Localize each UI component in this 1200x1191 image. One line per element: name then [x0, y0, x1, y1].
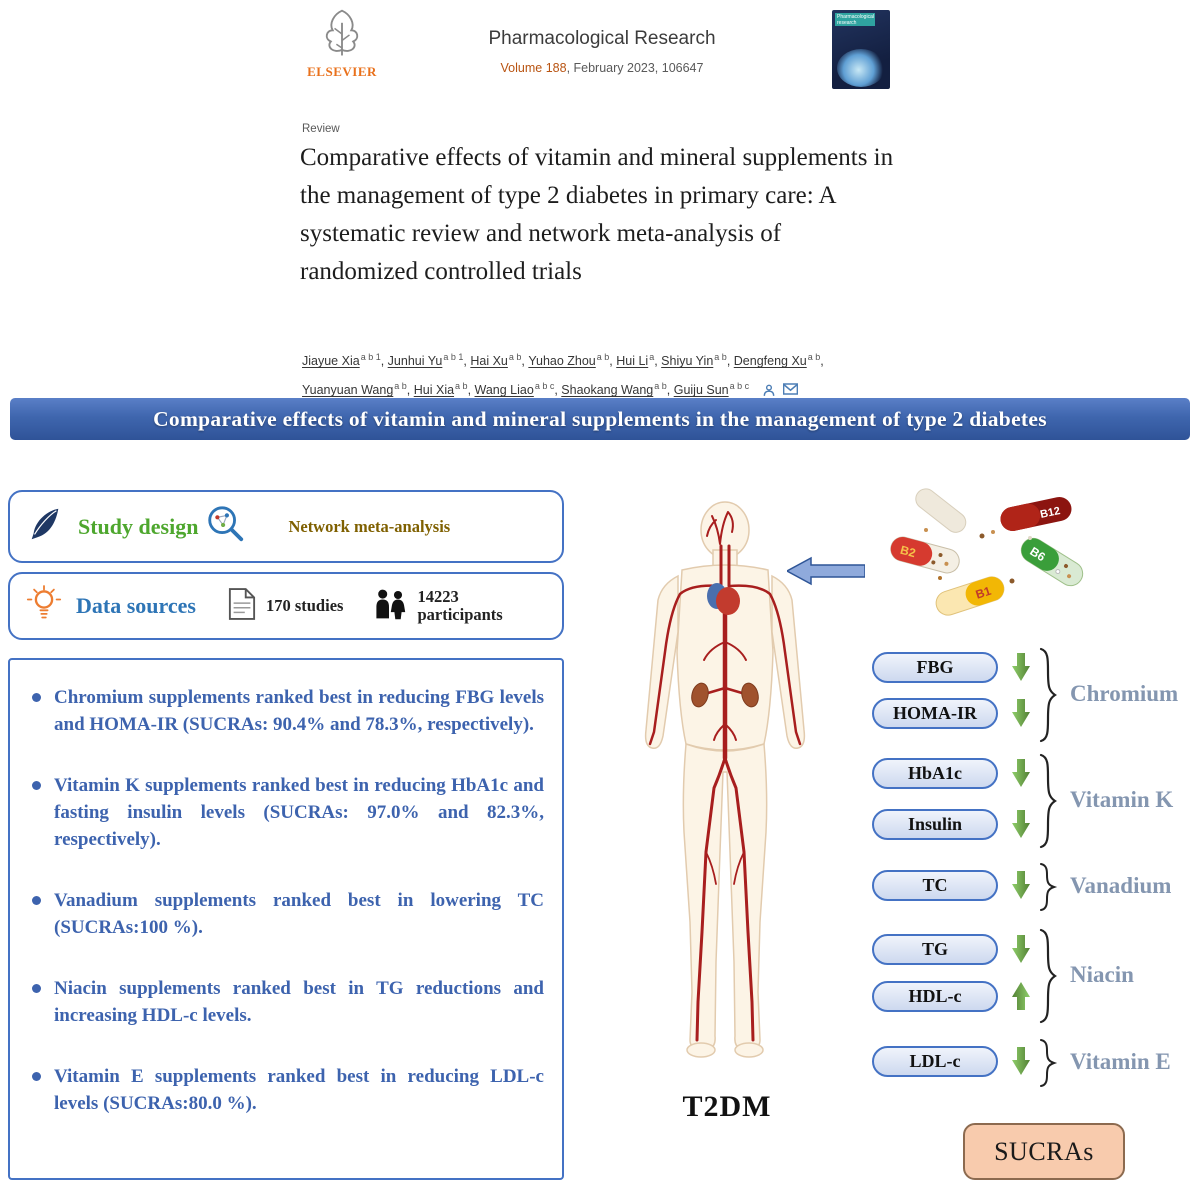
decrease-arrow-icon [1012, 810, 1030, 838]
brace-icon [1038, 647, 1058, 748]
author-list: Jiayue Xiaa b 1 Junhui Yua b 1 Hai Xua b… [302, 345, 896, 403]
bullet-icon [32, 984, 41, 993]
bullet-icon [32, 781, 41, 790]
study-design-label: Study design [78, 513, 199, 539]
decrease-arrow-icon [1012, 935, 1030, 963]
bullet-icon [32, 693, 41, 702]
email-icon[interactable] [782, 383, 798, 397]
human-body-illustration [570, 492, 880, 1092]
studies-count: 170 studies [265, 596, 344, 615]
abstract-banner: Comparative effects of vitamin and miner… [10, 398, 1190, 440]
cover-title: Pharmacological research [835, 13, 875, 26]
cover-artwork [837, 49, 885, 87]
volume-link[interactable]: Volume 188 [500, 61, 567, 75]
outcome-pill-insulin: Insulin [872, 809, 998, 840]
author-link[interactable]: Hai Xua b [470, 352, 528, 368]
author-link[interactable]: Shaokang Wanga b [561, 381, 673, 397]
brace-icon [1038, 753, 1058, 854]
left-arrow-icon [785, 556, 866, 586]
study-design-box: Study design Network meta-analysis [8, 490, 564, 563]
supplement-label-vanadium: Vanadium [1070, 873, 1172, 898]
decrease-arrow-icon [1012, 871, 1030, 899]
finding-item: Vitamin K supplements ranked best in red… [30, 772, 544, 853]
supplement-label-chromium: Chromium [1070, 681, 1179, 706]
b2-capsule-icon: B2 [890, 536, 960, 574]
decrease-arrow-icon [1012, 699, 1030, 727]
bullet-icon [32, 1072, 41, 1081]
outcome-pill-ldl-c: LDL-c [872, 1046, 998, 1077]
outcome-pill-hba1c: HbA1c [872, 758, 998, 789]
b12-capsule-icon: B12 [1000, 497, 1072, 531]
white-capsule-icon [915, 488, 967, 533]
network-magnifier-icon [204, 503, 246, 550]
author-link[interactable]: Guiju Suna b c [673, 381, 750, 398]
article-type-label: Review [302, 123, 340, 135]
outcome-pill-tc: TC [872, 870, 998, 901]
outcome-pill-homa-ir: HOMA-IR [872, 698, 998, 729]
elsevier-logo[interactable]: ELSEVIER [303, 6, 381, 80]
elsevier-tree-icon [303, 6, 381, 62]
outcomes-panel: FBG HOMA-IR HbA1c Insulin TC TG HDL-c LD… [872, 645, 1198, 1145]
outcome-pill-fbg: FBG [872, 652, 998, 683]
author-link[interactable]: Shiyu Yina b [661, 352, 734, 368]
sucras-label: SUCRAs [994, 1136, 1094, 1166]
b6-capsule-icon: B6 [1020, 537, 1084, 587]
study-design-value: Network meta-analysis [288, 516, 451, 536]
svg-text:B2: B2 [899, 543, 918, 561]
volume-issue-line: Volume 188, February 2023, 106647 [380, 61, 824, 75]
graphical-abstract[interactable]: Comparative effects of vitamin and miner… [0, 396, 1200, 1191]
data-sources-label: Data sources [76, 593, 196, 618]
increase-arrow-icon [1012, 982, 1030, 1010]
issue-info: , February 2023, 106647 [566, 61, 704, 75]
key-findings-box: Chromium supplements ranked best in redu… [8, 658, 564, 1180]
author-link[interactable]: Jiayue Xiaa b 1 [302, 352, 388, 368]
finding-item: Chromium supplements ranked best in redu… [30, 684, 544, 738]
svg-text:B1: B1 [974, 584, 993, 602]
supplement-capsules-illustration: B2 B12 B6 B1 [880, 488, 1090, 633]
outcome-pill-hdl-c: HDL-c [872, 981, 998, 1012]
finding-item: Niacin supplements ranked best in TG red… [30, 975, 544, 1029]
sucras-legend-box: SUCRAs [963, 1123, 1125, 1180]
finding-text: Niacin supplements ranked best in TG red… [54, 978, 544, 1026]
supplement-label-vitamin-k: Vitamin K [1070, 787, 1174, 812]
author-link[interactable]: Yuanyuan Wanga b [302, 381, 414, 397]
finding-text: Vitamin K supplements ranked best in red… [54, 775, 544, 850]
t2dm-label: T2DM [682, 1090, 772, 1123]
participants-count: 14223 participants [417, 587, 503, 624]
finding-text: Vitamin E supplements ranked best in red… [54, 1066, 544, 1114]
svg-text:B12: B12 [1039, 505, 1061, 521]
author-link[interactable]: Wang Liaoa b c [475, 381, 562, 397]
abstract-banner-text: Comparative effects of vitamin and miner… [153, 406, 1047, 431]
data-sources-box: Data sources 170 studies [8, 572, 564, 640]
journal-cover-thumbnail[interactable]: Pharmacological research [832, 10, 890, 89]
b1-capsule-icon: B1 [935, 576, 1005, 616]
author-link[interactable]: Dengfeng Xua b [734, 352, 824, 368]
quill-icon [26, 505, 64, 548]
document-icon [228, 587, 256, 626]
finding-item: Vanadium supplements ranked best in lowe… [30, 887, 544, 941]
supplement-label-niacin: Niacin [1070, 962, 1134, 987]
bullet-icon [32, 896, 41, 905]
author-link[interactable]: Hui Lia [616, 352, 661, 368]
finding-item: Vitamin E supplements ranked best in red… [30, 1063, 544, 1117]
decrease-arrow-icon [1012, 759, 1030, 787]
decrease-arrow-icon [1012, 1047, 1030, 1075]
author-link[interactable]: Yuhao Zhoua b [528, 352, 616, 368]
participants-icon [371, 587, 407, 626]
author-link[interactable]: Hui Xiaa b [414, 381, 475, 397]
finding-text: Vanadium supplements ranked best in lowe… [54, 890, 544, 938]
decrease-arrow-icon [1012, 653, 1030, 681]
supplement-label-vitamin-e: Vitamin E [1070, 1049, 1171, 1074]
brace-icon [1038, 863, 1058, 916]
article-title: Comparative effects of vitamin and miner… [300, 144, 894, 285]
author-info-icon[interactable] [762, 383, 776, 397]
finding-text: Chromium supplements ranked best in redu… [54, 687, 544, 735]
outcome-pill-tg: TG [872, 934, 998, 965]
journal-title-link[interactable]: Pharmacological Research [488, 28, 716, 49]
lightbulb-icon [26, 584, 62, 629]
brace-icon [1038, 928, 1058, 1029]
publisher-name: ELSEVIER [307, 64, 377, 79]
brace-icon [1038, 1039, 1058, 1092]
author-link[interactable]: Junhui Yua b 1 [388, 352, 471, 368]
